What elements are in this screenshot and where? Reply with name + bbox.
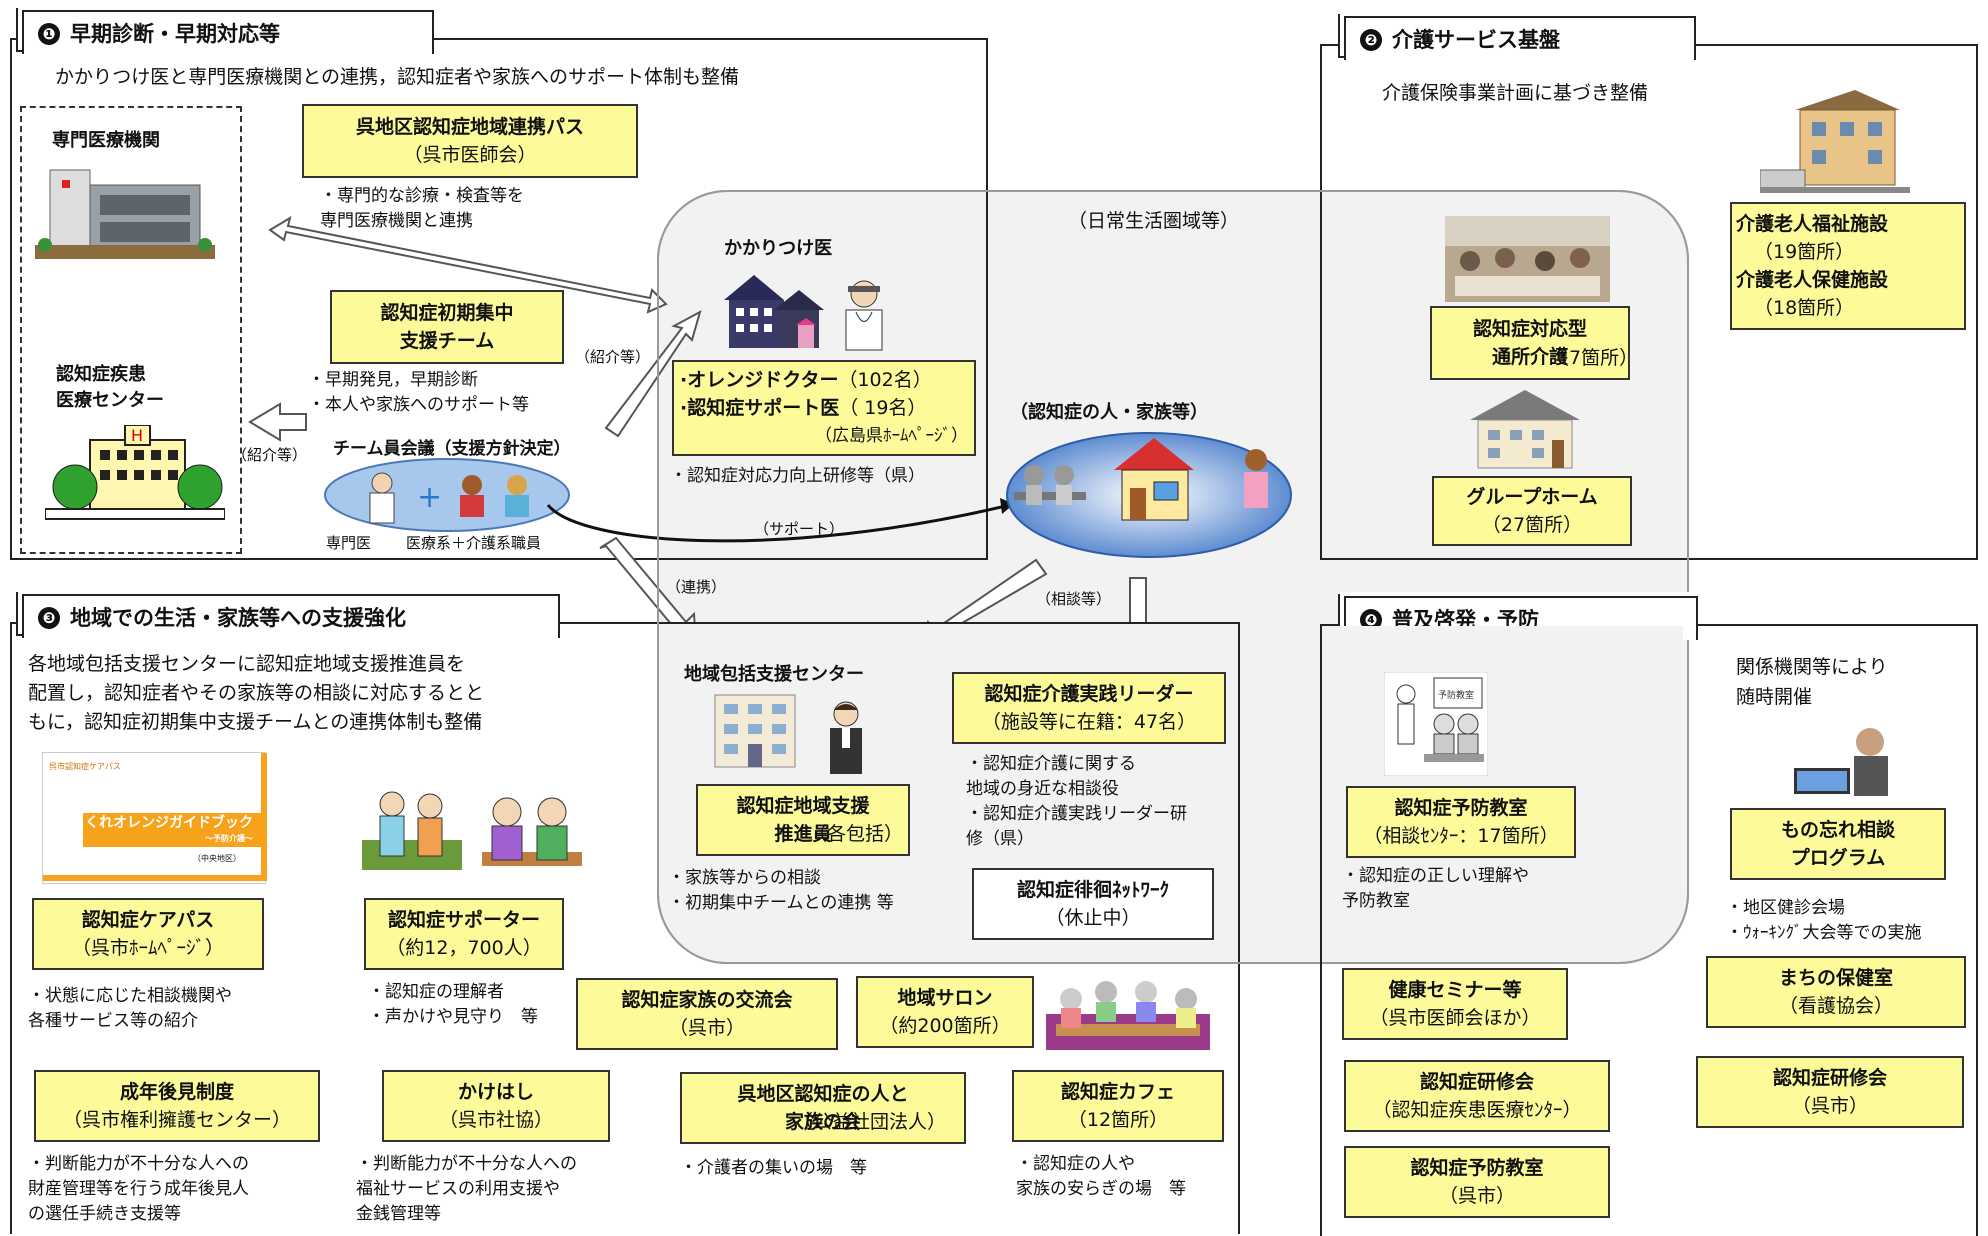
assoc-box: 呉地区認知症の人と 家族の会 bbox=[680, 1072, 966, 1144]
promoter-note: ・家族等からの相談 ・初期集中チームとの連携 等 bbox=[668, 868, 894, 913]
section2-tab: ❷ 介護サービス基盤 bbox=[1344, 16, 1696, 60]
referral-label-1: （紹介等） bbox=[575, 348, 651, 366]
prevention-box: 認知症予防教室 （相談ｾﾝﾀｰ：17箇所） bbox=[1346, 786, 1576, 858]
hospital-icon bbox=[35, 169, 215, 259]
assoc-note: ・介護者の集いの場 等 bbox=[680, 1158, 867, 1178]
section3-lead: 各地域包括支援センターに認知症地域支援推進員を 配置し，認知症者やその家族等の相… bbox=[28, 653, 485, 733]
section2-lead: 介護保険事業計画に基づき整備 bbox=[1382, 82, 1649, 104]
daycare-box: 認知症対応型 通所介護 bbox=[1430, 306, 1630, 380]
doctor-note: ・認知症対応力向上研修等（県） bbox=[670, 466, 925, 486]
supporter-note: ・認知症の理解者 ・声かけや見守り 等 bbox=[368, 982, 538, 1027]
guidebook-header: 呉市認知症ケアパス bbox=[49, 762, 121, 771]
prevention-note: ・認知症の正しい理解や 予防教室 bbox=[1342, 866, 1529, 911]
section3-number: ❸ bbox=[38, 607, 60, 629]
leader-note: ・認知症介護に関する 地域の身近な相談役 ・認知症介護実践リーダー研 修（県） bbox=[966, 754, 1187, 849]
meeting-right-label: 医療系＋介護系職員 bbox=[406, 534, 542, 552]
guidebook-frame bbox=[43, 753, 267, 881]
salon-illustration bbox=[1046, 981, 1210, 1050]
section1-panel bbox=[10, 38, 988, 560]
forget-box: もの忘れ相談 プログラム bbox=[1730, 808, 1946, 880]
daily-life-area-overlay bbox=[657, 190, 1689, 964]
meeting-label: チーム員会議（支援方針決定） bbox=[333, 439, 571, 459]
guidebook-title-band: くれオレンジガイドブック 〜予防介護〜 bbox=[83, 813, 261, 847]
promoter-sub: （各包括） bbox=[808, 823, 904, 845]
section1-lead: かかりつけ医と専門医療機関との連携，認知症者や家族へのサポート体制も整備 bbox=[55, 66, 740, 88]
cafe-note: ・認知症の人や 家族の安らぎの場 等 bbox=[1016, 1154, 1186, 1199]
section1-number: ❶ bbox=[38, 23, 60, 45]
section3-tab: ❸ 地域での生活・家族等への支援強化 bbox=[22, 594, 560, 638]
promoter-box: 認知症地域支援 推進員 bbox=[696, 784, 910, 856]
doctor-label: かかりつけ医 bbox=[724, 238, 833, 259]
support-label: （サポート） bbox=[754, 520, 845, 538]
assoc-sub: （公益社団法人） bbox=[794, 1111, 947, 1133]
section2-number: ❷ bbox=[1360, 29, 1382, 51]
prevention-class-illustration: 予防教室 bbox=[1384, 672, 1488, 776]
guardian-note: ・判断能力が不十分な人への 財産管理等を行う成年後見人 の選任手続き支援等 bbox=[28, 1154, 249, 1224]
supporters-illustration bbox=[362, 791, 582, 870]
doctor-icon bbox=[845, 280, 883, 351]
team-box: 認知症初期集中 支援チーム bbox=[330, 290, 564, 364]
training1-box: 認知症研修会 （認知症疾患医療ｾﾝﾀｰ） bbox=[1344, 1060, 1610, 1132]
facility-box: 介護老人福祉施設 （19箇所） 介護老人保健施設 （18箇所） bbox=[1730, 202, 1966, 330]
group-home-icon bbox=[1470, 390, 1580, 469]
specialist-label: 専門医療機関 bbox=[52, 130, 160, 151]
group-home-box: グループホーム （27箇所） bbox=[1432, 476, 1632, 546]
hub-label: 地域包括支援センター bbox=[684, 664, 864, 685]
guidebook-sub: 〜予防介護〜 bbox=[205, 834, 253, 843]
daycare-count: （7箇所） bbox=[1550, 347, 1639, 369]
salon-box: 地域サロン （約200箇所） bbox=[856, 976, 1034, 1048]
svg-text:H: H bbox=[131, 426, 143, 445]
guidebook-title: くれオレンジガイドブック bbox=[85, 815, 253, 831]
section1-title: 早期診断・早期対応等 bbox=[70, 22, 280, 46]
link-label: （連携） bbox=[666, 578, 727, 596]
guardian-box: 成年後見制度 （呉市権利擁護センター） bbox=[34, 1070, 320, 1142]
family-box: 認知症家族の交流会 （呉市） bbox=[576, 978, 838, 1050]
cafe-box: 認知症カフェ （12箇所） bbox=[1012, 1070, 1224, 1142]
section3-panel bbox=[10, 622, 1240, 1234]
doctor-box: ·オレンジドクター（102名） ·認知症サポート医（ 19名） （広島県ﾎｰﾑﾍ… bbox=[672, 360, 976, 456]
staff-icon bbox=[830, 701, 862, 774]
medical-center-icon: H bbox=[45, 425, 225, 520]
supporter-box: 認知症サポーター （約12，700人） bbox=[364, 898, 564, 970]
meeting-left-label: 専門医 bbox=[326, 534, 372, 552]
referral-label-2: （紹介等） bbox=[232, 446, 308, 464]
kakehashi-box: かけはし （呉市社協） bbox=[382, 1070, 610, 1142]
section1-tab: ❶ 早期診断・早期対応等 bbox=[22, 10, 434, 54]
class-poster-text: 予防教室 bbox=[1438, 689, 1474, 701]
carepath-box: 認知症ケアパス （呉市ﾎｰﾑﾍﾟｰｼﾞ） bbox=[32, 898, 264, 970]
training2-box: 認知症研修会 （呉市） bbox=[1696, 1056, 1964, 1128]
class2-box: 認知症予防教室 （呉市） bbox=[1344, 1146, 1610, 1218]
seminar-box: 健康セミナー等 （呉市医師会ほか） bbox=[1342, 968, 1568, 1040]
care-facility-icon bbox=[1760, 90, 1910, 193]
section2-title: 介護サービス基盤 bbox=[1392, 28, 1560, 52]
path-note: ・専門的な診療・検査等を 専門医療機関と連携 bbox=[320, 186, 524, 231]
section4-number: ❹ bbox=[1360, 609, 1382, 631]
guidebook-cover: 呉市認知症ケアパス くれオレンジガイドブック 〜予防介護〜 （中央地区） bbox=[42, 752, 267, 884]
consult-label: （相談等） bbox=[1036, 590, 1112, 608]
family-ellipse bbox=[1006, 432, 1292, 558]
health-room-box: まちの保健室 （看護協会） bbox=[1706, 956, 1966, 1028]
path-box: 呉地区認知症地域連携パス （呉市医師会） bbox=[302, 104, 638, 178]
area-label: （日常生活圏域等） bbox=[1068, 210, 1240, 232]
leader-box: 認知症介護実践リーダー （施設等に在籍：47名） bbox=[952, 672, 1226, 744]
meeting-ellipse: + bbox=[324, 458, 570, 532]
forget-note: ・地区健診会場 ・ｳｫｰｷﾝｸﾞ大会等での実施 bbox=[1726, 898, 1922, 943]
svg-text:+: + bbox=[417, 480, 442, 515]
section4-lead: 関係機関等により 随時開催 bbox=[1736, 656, 1888, 708]
guidebook-area: （中央地区） bbox=[193, 854, 241, 863]
team-note: ・早期発見，早期診断 ・本人や家族へのサポート等 bbox=[308, 370, 529, 415]
daycare-photo bbox=[1445, 216, 1610, 302]
network-box: 認知症徘徊ﾈｯﾄﾜｰｸ （休止中） bbox=[972, 868, 1214, 940]
person-label: （認知症の人・家族等） bbox=[1010, 402, 1208, 423]
hub-building-icon bbox=[714, 694, 796, 768]
kakehashi-note: ・判断能力が不十分な人への 福祉サービスの利用支援や 金銭管理等 bbox=[356, 1154, 577, 1224]
clinic-icon bbox=[724, 275, 824, 348]
carepath-note: ・状態に応じた相談機関や 各種サービス等の紹介 bbox=[28, 986, 232, 1031]
forget-program-photo bbox=[1790, 718, 1906, 802]
section3-title: 地域での生活・家族等への支援強化 bbox=[70, 606, 406, 630]
center-label: 認知症疾患 医療センター bbox=[56, 364, 164, 411]
